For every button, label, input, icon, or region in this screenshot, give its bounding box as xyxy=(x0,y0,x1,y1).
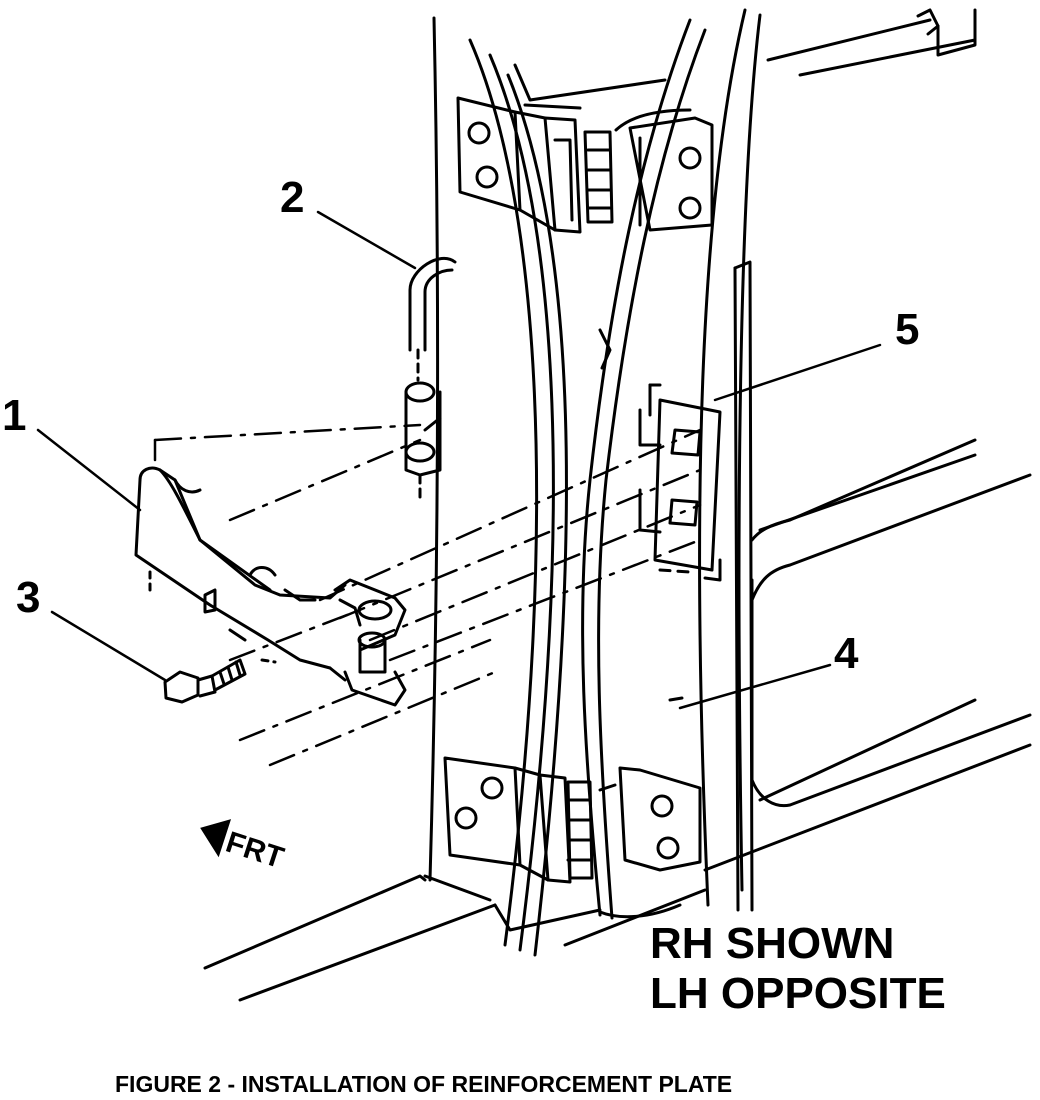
hinge-knuckles xyxy=(404,381,442,502)
upper-body-contour xyxy=(513,8,977,110)
phantom-lines xyxy=(153,423,702,767)
lower-hinge xyxy=(443,756,702,884)
callout-2: 2 xyxy=(280,173,304,222)
body-side-panel xyxy=(703,438,1032,872)
hinge-bracket xyxy=(134,466,407,707)
upper-hinge xyxy=(456,96,714,234)
door-frame-strip xyxy=(733,260,754,912)
figure-caption: FIGURE 2 - INSTALLATION OF REINFORCEMENT… xyxy=(115,1071,732,1097)
bolt xyxy=(163,658,247,704)
leader-1 xyxy=(36,428,142,512)
callout-4: 4 xyxy=(834,629,859,678)
leader-5 xyxy=(713,343,882,402)
leader-lines xyxy=(36,210,882,710)
note-line-1: RH SHOWN xyxy=(650,919,894,968)
rocker-lines xyxy=(203,874,707,1002)
hinge-pin xyxy=(408,256,457,382)
leader-4 xyxy=(678,663,832,710)
leader-2 xyxy=(316,210,417,270)
front-arrow-icon xyxy=(200,819,232,858)
leader-3 xyxy=(50,610,167,682)
frt-label: FRT xyxy=(222,826,288,875)
front-direction-indicator: FRT xyxy=(200,819,288,875)
callout-3: 3 xyxy=(16,573,40,622)
note-line-2: LH OPPOSITE xyxy=(650,969,946,1018)
callout-1: 1 xyxy=(2,391,26,440)
reinforcement-plate xyxy=(638,383,722,702)
callout-5: 5 xyxy=(895,305,919,354)
